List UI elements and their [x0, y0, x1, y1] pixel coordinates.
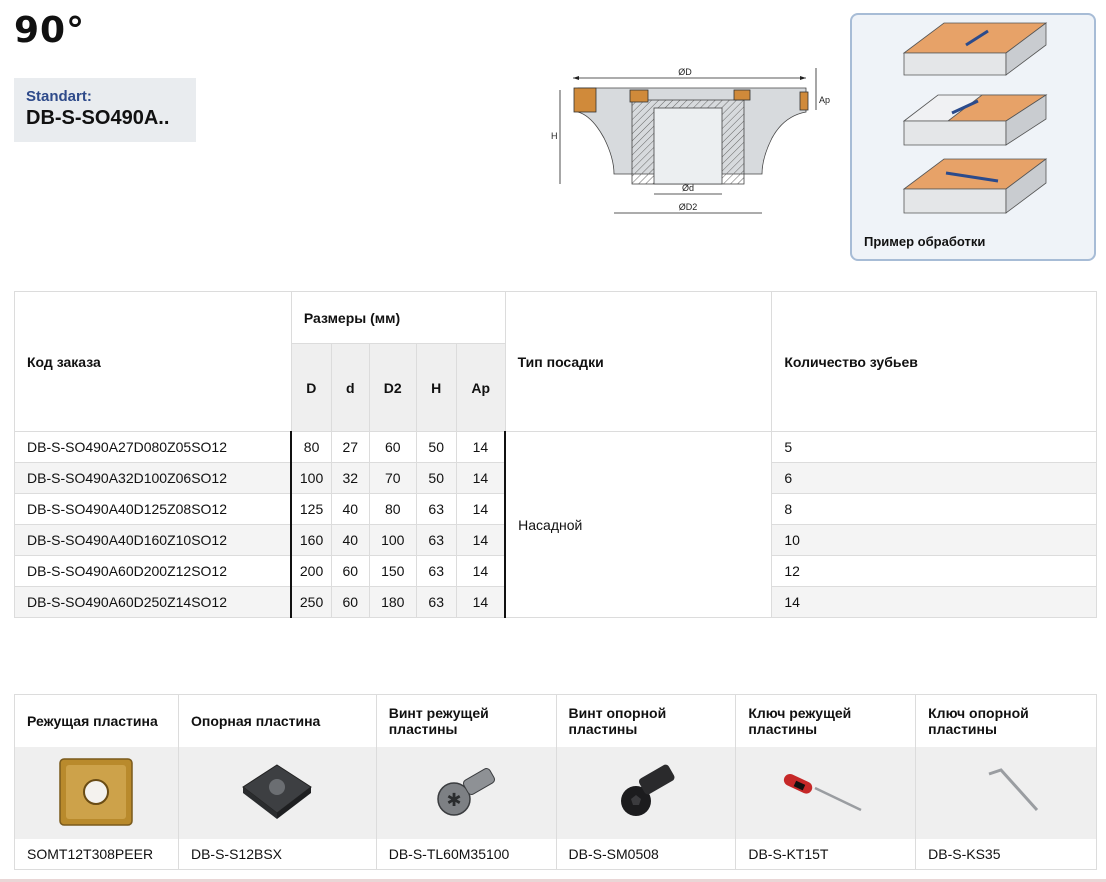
table-row: DB-S-SO490A32D100Z06SO12 100 32 70 50 14…	[14, 462, 1097, 494]
subheader-D2: D2	[368, 343, 417, 432]
order-code-cell: DB-S-SO490A27D080Z05SO12	[14, 431, 292, 463]
subheader-H: H	[415, 343, 457, 432]
table-row: DB-S-SO490A60D250Z14SO12 250 60 180 63 1…	[14, 586, 1097, 618]
hex-key-icon	[988, 767, 1039, 811]
insert-screw-code: DB-S-TL60M35100	[376, 839, 557, 870]
insert-key-image-cell	[735, 747, 917, 839]
order-code-cell: DB-S-SO490A60D200Z12SO12	[14, 555, 292, 587]
mount-type-cell: Насадной	[504, 431, 773, 618]
support-screw-image-cell	[556, 747, 737, 839]
D2-cell: 80	[368, 493, 417, 525]
support-screw-icon	[620, 764, 675, 816]
header-sizes: Размеры (мм)	[290, 291, 506, 344]
H-cell: 63	[415, 493, 457, 525]
machining-example-panel: Пример обработки	[850, 13, 1096, 261]
subheader-Ap: Ap	[455, 343, 506, 432]
D2-cell: 60	[368, 431, 417, 463]
machining-examples-icon	[902, 22, 1048, 214]
teeth-cell: 8	[771, 493, 1097, 525]
header-support-plate: Опорная пластина	[178, 694, 377, 747]
D2-cell: 70	[368, 462, 417, 494]
H-cell: 63	[415, 524, 457, 556]
insert-screw-icon: ✱	[437, 767, 496, 816]
d-cell: 60	[330, 555, 370, 587]
order-code-cell: DB-S-SO490A40D125Z08SO12	[14, 493, 292, 525]
dim-H-label: H	[551, 131, 558, 141]
standard-label: Standart:	[26, 88, 92, 105]
D-cell: 160	[290, 524, 332, 556]
Ap-cell: 14	[455, 555, 507, 587]
dim-D2-label: ØD2	[679, 202, 698, 212]
d-cell: 27	[330, 431, 370, 463]
header-order-code: Код заказа	[14, 291, 292, 432]
subheader-D: D	[290, 343, 332, 432]
D2-cell: 180	[368, 586, 417, 618]
spare-parts-table: Режущая пластина Опорная пластина Винт р…	[14, 694, 1097, 870]
header-insert-key: Ключ режущей пластины	[735, 694, 917, 747]
d-cell: 40	[330, 493, 370, 525]
Ap-cell: 14	[455, 493, 507, 525]
teeth-cell: 5	[771, 431, 1097, 463]
support-key-code: DB-S-KS35	[915, 839, 1097, 870]
Ap-cell: 14	[455, 462, 507, 494]
header-support-key: Ключ опорной пластины	[915, 694, 1097, 747]
support-plate-code: DB-S-S12BSX	[178, 839, 377, 870]
D2-cell: 100	[368, 524, 417, 556]
insert-code: SOMT12T308PEER	[14, 839, 179, 870]
dim-D-label: ØD	[678, 67, 692, 77]
header-cutting-insert: Режущая пластина	[14, 694, 179, 747]
dimensions-table: Код заказа Размеры (мм) Тип посадки Коли…	[14, 291, 1097, 618]
D-cell: 80	[290, 431, 332, 463]
d-cell: 40	[330, 524, 370, 556]
order-code-cell: DB-S-SO490A32D100Z06SO12	[14, 462, 292, 494]
D-cell: 250	[290, 586, 332, 618]
insert-screw-image-cell: ✱	[376, 747, 557, 839]
teeth-cell: 14	[771, 586, 1097, 618]
order-code-cell: DB-S-SO490A40D160Z10SO12	[14, 524, 292, 556]
insert-icon	[59, 757, 134, 826]
D-cell: 125	[290, 493, 332, 525]
example-caption: Пример обработки	[864, 234, 986, 249]
Ap-cell: 14	[455, 431, 507, 463]
header-mount-type: Тип посадки	[504, 291, 773, 432]
svg-text:✱: ✱	[447, 790, 462, 810]
H-cell: 63	[415, 586, 457, 618]
Ap-cell: 14	[455, 524, 507, 556]
table-row: DB-S-SO490A40D125Z08SO12 125 40 80 63 14…	[14, 493, 1097, 525]
subheader-d: d	[330, 343, 370, 432]
insert-key-icon	[783, 773, 862, 811]
table-row: DB-S-SO490A40D160Z10SO12 160 40 100 63 1…	[14, 524, 1097, 556]
D-cell: 200	[290, 555, 332, 587]
support-plate-icon	[242, 763, 313, 819]
table-row: DB-S-SO490A27D080Z05SO12 80 27 60 50 14 …	[14, 431, 1097, 618]
standard-box: Standart: DB-S-SO490A..	[14, 78, 196, 142]
bottom-divider	[0, 879, 1106, 882]
Ap-cell: 14	[455, 586, 507, 618]
angle-title: 90°	[14, 10, 86, 51]
header-support-screw: Винт опорной пластины	[556, 694, 737, 747]
teeth-cell: 10	[771, 524, 1097, 556]
support-screw-code: DB-S-SM0508	[556, 839, 737, 870]
insert-image-cell	[14, 747, 179, 839]
header-insert-screw: Винт режущей пластины	[376, 694, 557, 747]
dim-d-label: Ød	[682, 183, 694, 193]
D2-cell: 150	[368, 555, 417, 587]
H-cell: 50	[415, 431, 457, 463]
insert-key-code: DB-S-KT15T	[735, 839, 917, 870]
header-teeth-count: Количество зубьев	[771, 291, 1097, 432]
H-cell: 63	[415, 555, 457, 587]
support-plate-image-cell	[178, 747, 377, 839]
teeth-cell: 12	[771, 555, 1097, 587]
D-cell: 100	[290, 462, 332, 494]
order-code-cell: DB-S-SO490A60D250Z14SO12	[14, 586, 292, 618]
support-key-image-cell	[915, 747, 1097, 839]
d-cell: 60	[330, 586, 370, 618]
d-cell: 32	[330, 462, 370, 494]
teeth-cell: 6	[771, 462, 1097, 494]
H-cell: 50	[415, 462, 457, 494]
cutter-drawing: ØD Ap H Ød ØD2	[551, 67, 830, 214]
dim-Ap-label: Ap	[819, 95, 830, 105]
standard-value: DB-S-SO490A..	[26, 107, 170, 129]
